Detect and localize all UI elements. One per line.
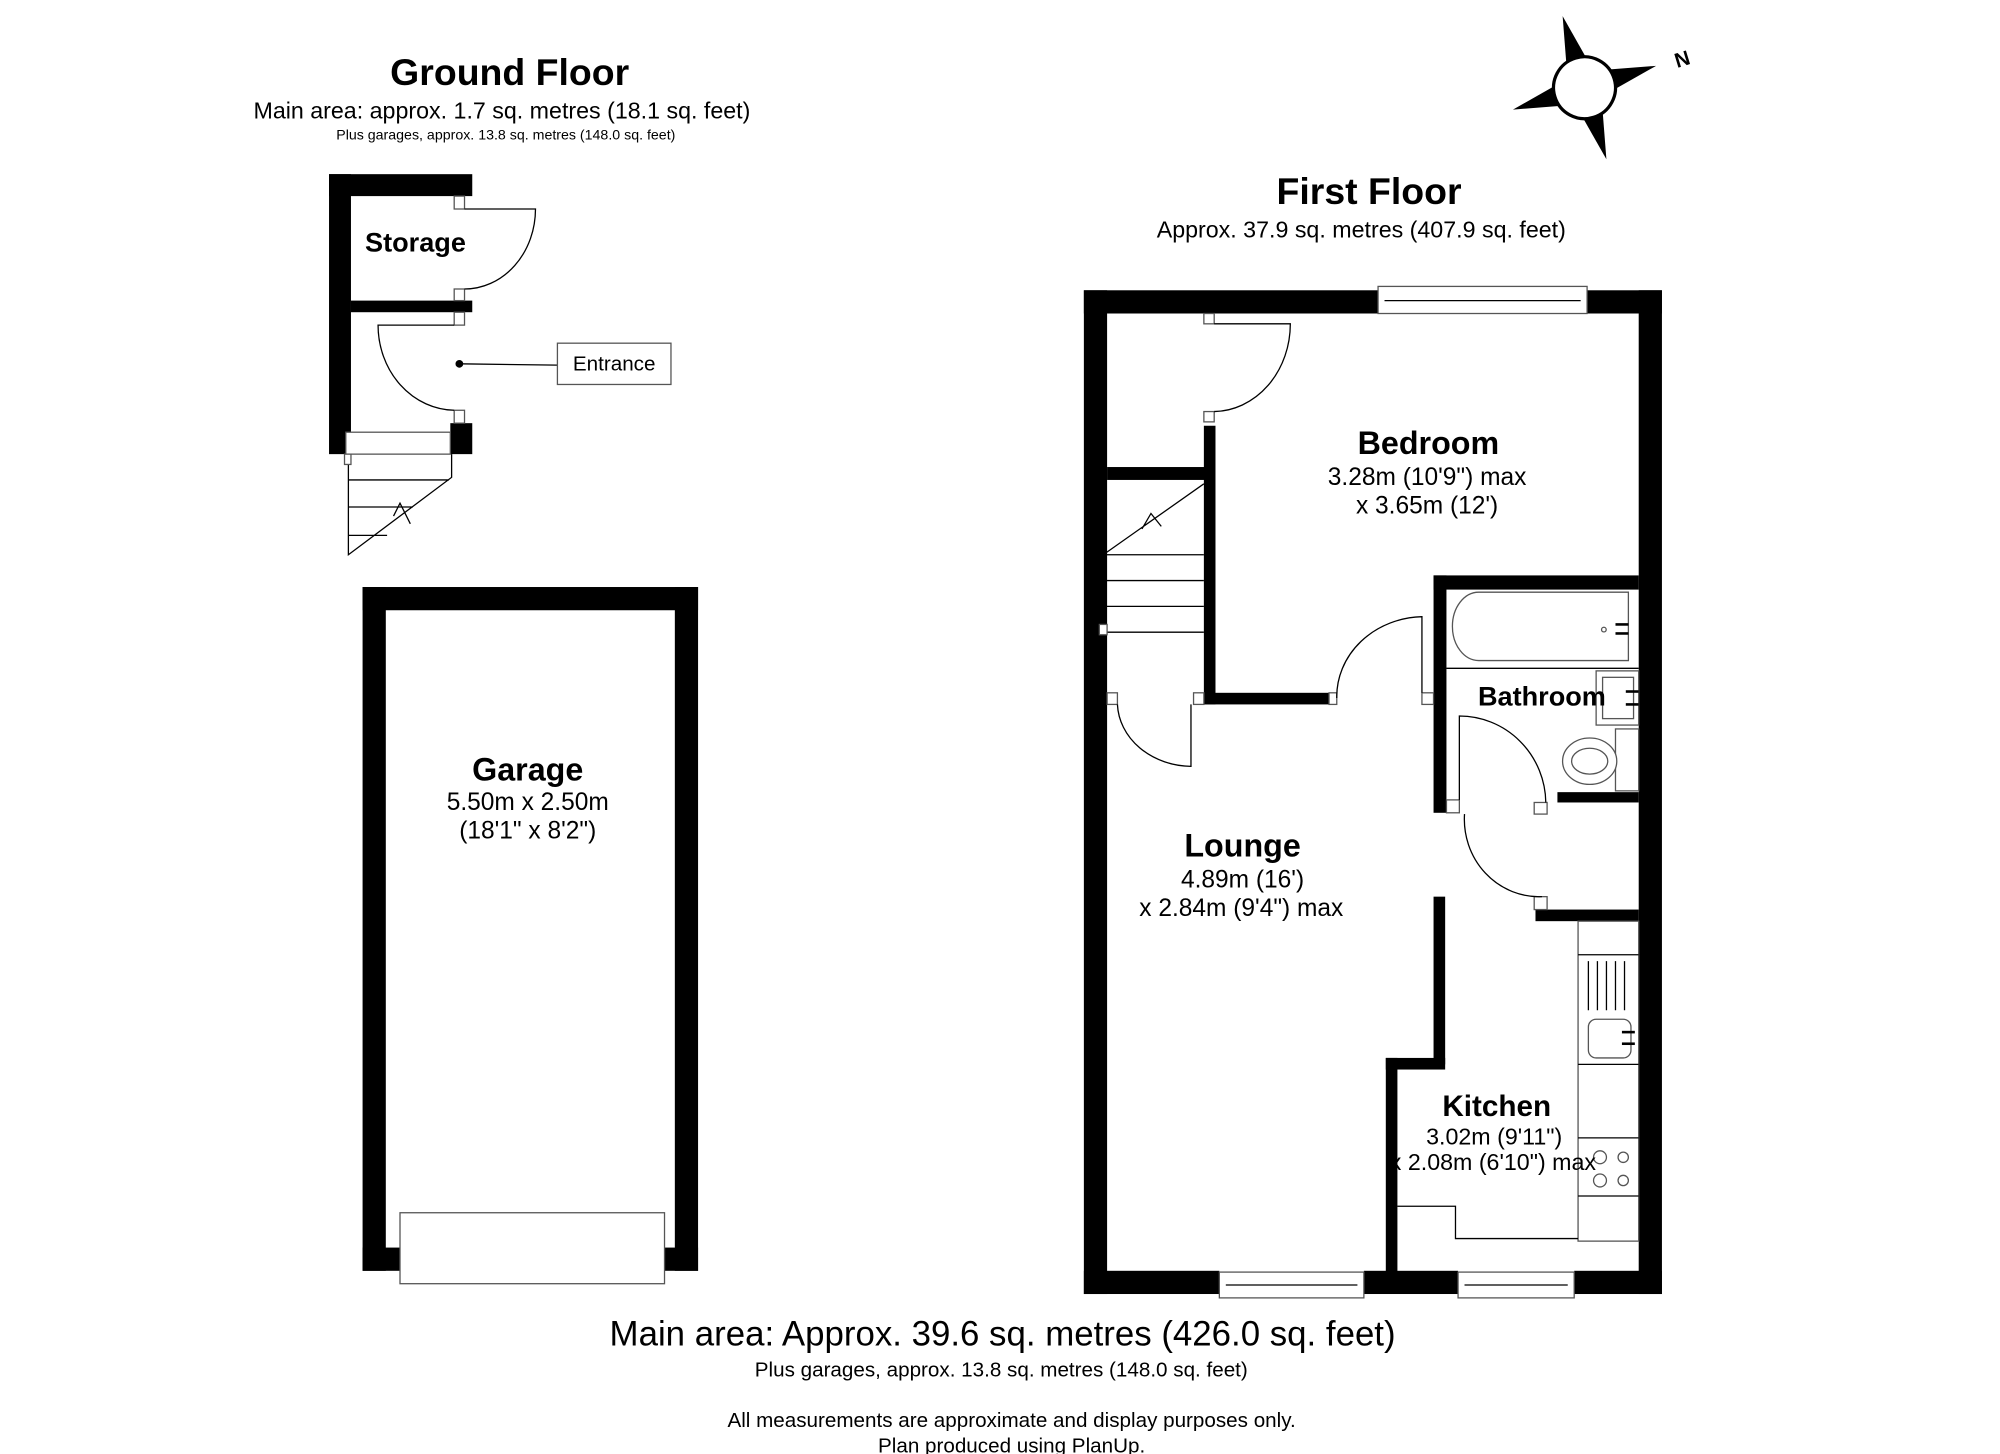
ground-floor-garages: Plus garages, approx. 13.8 sq. metres (1… (336, 127, 675, 143)
kitchen-dimensions-2: x 2.08m (6'10") max (1390, 1149, 1597, 1175)
ground-floor-title: Ground Floor (390, 51, 629, 93)
compass-north-label: N (1672, 46, 1693, 72)
room-label-bedroom: Bedroom (1358, 425, 1500, 461)
room-label-entrance: Entrance (573, 352, 656, 375)
garage-door (399, 1212, 666, 1285)
garage-dimensions-imperial: (18'1" x 8'2") (459, 818, 596, 845)
lounge-dimensions-2: x 2.84m (9'4") max (1139, 895, 1343, 922)
room-label-bathroom: Bathroom (1478, 681, 1606, 712)
first-floor-title: First Floor (1277, 170, 1462, 212)
disclaimer: All measurements are approximate and dis… (727, 1409, 1295, 1432)
total-main-area: Main area: Approx. 39.6 sq. metres (426.… (610, 1315, 1396, 1354)
bedroom-dimensions-1: 3.28m (10'9") max (1328, 464, 1527, 491)
room-label-garage: Garage (472, 752, 583, 788)
garage-plan: Garage 5.50m x 2.50m (18'1" x 8'2") (362, 587, 699, 1285)
ground-floor-main-area: Main area: approx. 1.7 sq. metres (18.1 … (253, 98, 750, 124)
room-label-storage: Storage (365, 227, 466, 258)
first-floor-area: Approx. 37.9 sq. metres (407.9 sq. feet) (1157, 216, 1566, 242)
lounge-dimensions-1: 4.89m (16') (1181, 867, 1304, 894)
compass-rose-icon (1512, 16, 1657, 160)
kitchen-dimensions-1: 3.02m (9'11") (1426, 1123, 1562, 1149)
room-label-kitchen: Kitchen (1442, 1090, 1551, 1123)
entrance-callout-box (556, 342, 672, 386)
sink (1595, 670, 1640, 726)
produced-by: Plan produced using PlanUp. (878, 1435, 1145, 1454)
first-floor-plan: Bedroom 3.28m (10'9") max x 3.65m (12') … (1083, 285, 1662, 1299)
kitchen-units (1397, 920, 1640, 1242)
room-label-lounge: Lounge (1184, 828, 1300, 864)
bedroom-dimensions-2: x 3.65m (12') (1356, 492, 1498, 519)
toilet (1561, 728, 1640, 792)
ground-floor-plan: Storage Entrance (329, 174, 672, 557)
total-garages: Plus garages, approx. 13.8 sq. metres (1… (755, 1359, 1248, 1382)
bath (1451, 591, 1630, 662)
garage-dimensions-metric: 5.50m x 2.50m (447, 789, 609, 816)
